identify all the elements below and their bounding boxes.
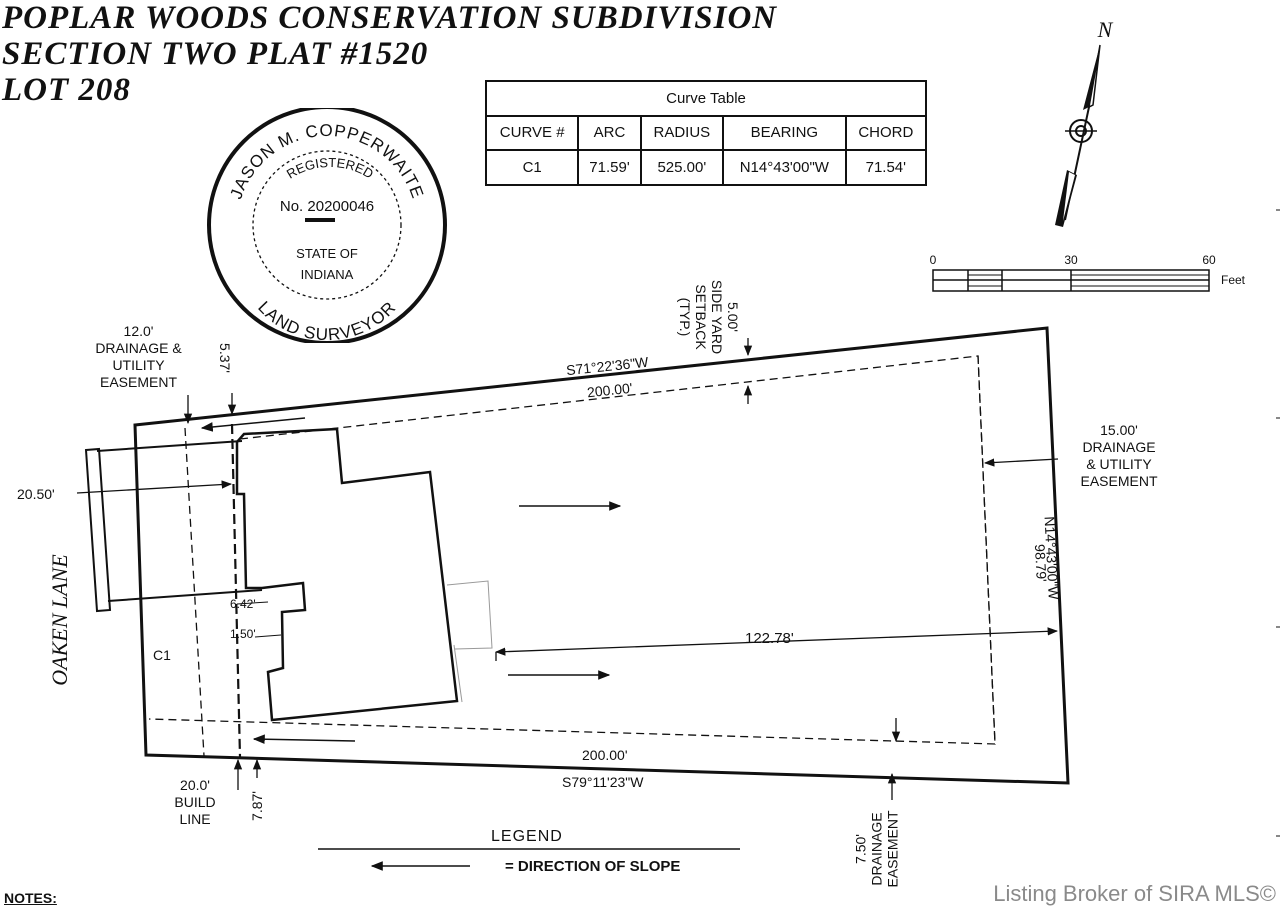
curve-table-cell: C1 <box>484 149 580 186</box>
dim-537: 5.37' <box>216 343 233 373</box>
setback-dim: 5.00' <box>725 302 742 332</box>
build-text: BUILD <box>174 794 216 810</box>
north-arrow-icon: N <box>1055 17 1114 227</box>
lot-boundary <box>133 326 1070 785</box>
drainage-dim: 7.50' <box>852 834 869 864</box>
curve-table: Curve Table CURVE # ARC RADIUS BEARING C… <box>484 80 928 186</box>
curve-table-header: CHORD <box>844 114 928 152</box>
dim-150: 1.50' <box>230 627 256 641</box>
drainage-750-label: 7.50' DRAINAGE EASEMENT <box>853 810 901 887</box>
curve-table-header: BEARING <box>722 114 847 152</box>
curve-table-header: CURVE # <box>484 114 580 152</box>
bottom-bearing: S79°11'23"W <box>562 774 644 790</box>
build-dim: 20.0' <box>180 777 210 793</box>
dim-arrow <box>76 480 233 494</box>
front-easement-line <box>184 427 205 757</box>
dim-15: 15.00' <box>1100 422 1138 438</box>
easement-text: EASEMENT <box>99 374 177 390</box>
scale-bar: 0 30 60 Feet <box>930 253 1246 292</box>
easement-text: EASEMENT <box>884 810 901 888</box>
easement-text: DRAINAGE & <box>95 340 182 356</box>
dim-787: 7.87' <box>248 791 265 821</box>
seal-number: No. 20200046 <box>280 198 374 215</box>
easement-text: & UTILITY <box>1086 456 1152 472</box>
build-line <box>230 423 242 758</box>
legend-title: LEGEND <box>491 828 563 845</box>
dim-12: 12.0' <box>123 323 154 339</box>
build-text: LINE <box>179 811 211 827</box>
seal-state: INDIANA <box>301 267 354 282</box>
curve-table-header: RADIUS <box>639 114 725 152</box>
driveway <box>96 440 243 452</box>
plat-title-line-1: POPLAR WOODS CONSERVATION SUBDIVISION <box>2 0 778 36</box>
slope-arrow <box>200 417 306 432</box>
easement-text: DRAINAGE <box>1082 439 1156 455</box>
easement-text: EASEMENT <box>1080 473 1158 489</box>
setback-text: SETBACK <box>693 284 710 350</box>
dim-arrow <box>254 634 282 638</box>
seal-state-of: STATE OF <box>296 246 358 261</box>
curve-label: C1 <box>153 647 171 663</box>
street-name: OAKEN LANE <box>47 554 72 686</box>
patio <box>446 580 493 650</box>
setback-text: SIDE YARD <box>709 279 726 355</box>
curve-table-header: ARC <box>577 114 642 152</box>
curve-table-cell: 71.54' <box>844 149 928 186</box>
slope-arrow <box>252 734 356 745</box>
build-line-label: 20.0' BUILD LINE <box>165 777 225 828</box>
plat-title-line-3: LOT 208 <box>2 72 131 108</box>
driveway-apron <box>84 447 112 613</box>
curve-table-title: Curve Table <box>485 80 927 117</box>
dim-arrow <box>494 627 1059 656</box>
easement-text: DRAINAGE <box>868 812 885 886</box>
dim-2050: 20.50' <box>17 486 55 502</box>
north-label: N <box>1097 17 1114 42</box>
dim-arrow <box>983 458 1059 467</box>
driveway <box>107 589 263 602</box>
right-length: 98.79' <box>1031 543 1050 583</box>
setback-line <box>148 355 996 745</box>
plat-title-line-2: SECTION TWO PLAT #1520 <box>2 36 429 72</box>
curve-table-cell: N14°43'00"W <box>722 149 847 186</box>
dim-642: 6.42' <box>230 597 256 611</box>
scale-tick: 0 <box>930 253 937 267</box>
scale-tick: 30 <box>1064 253 1078 267</box>
drainage-12-label: 12.0' DRAINAGE & UTILITY EASEMENT <box>56 323 221 391</box>
easement-text: UTILITY <box>112 357 165 373</box>
scale-unit: Feet <box>1221 273 1246 287</box>
scale-tick: 60 <box>1202 253 1216 267</box>
legend-text: = DIRECTION OF SLOPE <box>505 858 681 875</box>
drainage-15-label: 15.00' DRAINAGE & UTILITY EASEMENT <box>1064 422 1174 490</box>
house-footprint <box>235 427 459 722</box>
surveyor-seal: JASON M. COPPERWAITE REGISTERED No. 2020… <box>207 108 447 343</box>
curve-table-cell: 71.59' <box>577 149 642 186</box>
setback-text: (TYP.) <box>677 297 694 337</box>
dim-arrow <box>236 601 269 605</box>
watermark: Listing Broker of SIRA MLS© <box>993 881 1276 906</box>
bottom-length: 200.00' <box>582 747 628 763</box>
curve-table-cell: 525.00' <box>639 149 725 186</box>
depth-12278: 122.78' <box>745 630 794 647</box>
notes-heading: NOTES: <box>4 890 57 906</box>
side-setback-label: 5.00' SIDE YARD SETBACK (TYP.) <box>677 280 741 354</box>
